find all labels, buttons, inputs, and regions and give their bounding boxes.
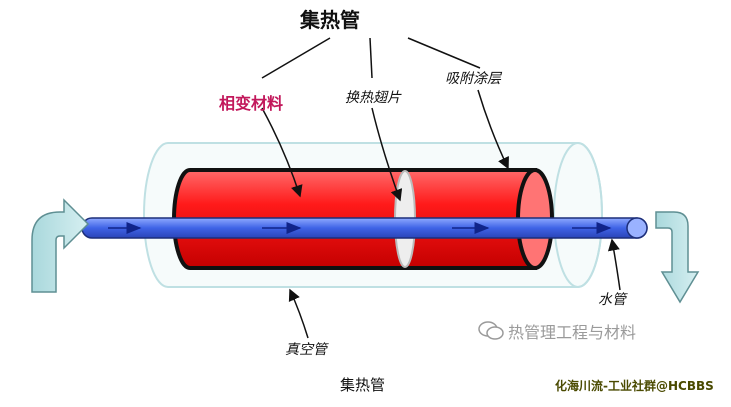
leader-lines xyxy=(261,37,621,339)
label-water-pipe: 水管 xyxy=(598,292,626,308)
label-heat-exchange-fin: 换热翅片 xyxy=(345,90,401,106)
water-pipe-leader xyxy=(607,238,621,291)
watermark-text: 热管理工程与材料 xyxy=(508,323,637,342)
fin-leader xyxy=(371,107,403,202)
coating-leader xyxy=(477,89,509,170)
label-vacuum-tube: 真空管 xyxy=(285,342,327,358)
title-leader-center xyxy=(369,37,373,79)
label-absorber-coating: 吸附涂层 xyxy=(445,71,501,87)
inlet-flow-arrow-icon xyxy=(31,198,90,293)
source-credit: 化海川流-工业社群@HCBBS xyxy=(555,379,714,393)
title-leader-right xyxy=(407,37,481,69)
outlet-flow-arrow-icon xyxy=(655,211,700,304)
title-leader-left xyxy=(261,37,331,79)
vacuum-leader xyxy=(288,288,309,339)
figure-caption: 集热管 xyxy=(340,376,386,394)
label-phase-change-material: 相变材料 xyxy=(219,94,284,113)
watermark: 热管理工程与材料 xyxy=(478,319,636,343)
water-pipe xyxy=(81,217,648,239)
pcm-leader xyxy=(261,107,303,198)
diagram-title: 集热管 xyxy=(300,8,360,32)
wechat-icon xyxy=(478,321,504,340)
